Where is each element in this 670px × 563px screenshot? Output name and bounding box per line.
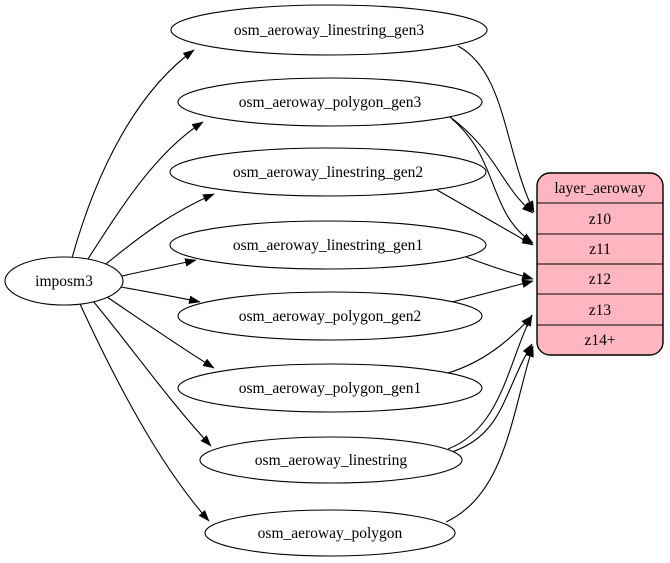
node-osm-aeroway-linestring: osm_aeroway_linestring (199, 436, 463, 484)
linestring-gen2-label: osm_aeroway_linestring_gen2 (233, 164, 423, 181)
node-osm-aeroway-polygon-gen1: osm_aeroway_polygon_gen1 (177, 363, 483, 413)
polygon-ellipse (204, 509, 456, 557)
edge-polygon-to-z14 (445, 345, 534, 523)
edge-polygon-gen2-to-z12 (451, 279, 534, 303)
edge-linestring-gen1-to-z12 (465, 256, 534, 281)
linestring-gen2-ellipse (169, 147, 487, 197)
layer-aeroway-row-z12: z12 (589, 271, 611, 288)
node-osm-aeroway-polygon-gen3: osm_aeroway_polygon_gen3 (177, 77, 483, 127)
edge-polygon-gen3-to-z11 (451, 118, 534, 244)
edge-imposm3-to-linestring-gen3 (71, 49, 195, 259)
polygon-gen1-label: osm_aeroway_polygon_gen1 (239, 380, 422, 397)
layer-aeroway-title: layer_aeroway (554, 180, 645, 197)
edge-imposm3-to-polygon-gen2 (120, 286, 201, 304)
node-osm-aeroway-linestring-gen1: osm_aeroway_linestring_gen1 (169, 220, 487, 270)
polygon-label: osm_aeroway_polygon (258, 525, 403, 542)
linestring-gen3-ellipse (170, 4, 488, 56)
linestring-ellipse (199, 436, 463, 484)
polygon-gen2-label: osm_aeroway_polygon_gen2 (239, 308, 422, 325)
polygon-gen3-ellipse (177, 77, 483, 127)
edge-imposm3-to-linestring (92, 300, 212, 447)
node-osm-aeroway-polygon: osm_aeroway_polygon (204, 509, 456, 557)
edge-imposm3-to-polygon (79, 303, 210, 522)
edge-linestring-gen2-to-z11 (436, 189, 534, 246)
imposm3-label: imposm3 (35, 273, 93, 290)
edge-imposm3-to-linestring-gen2 (100, 193, 215, 269)
polygon-gen3-label: osm_aeroway_polygon_gen3 (239, 94, 422, 111)
polygon-gen1-ellipse (177, 363, 483, 413)
edge-linestring-to-z14 (451, 343, 533, 453)
layer-aeroway-row-z10: z10 (589, 211, 612, 228)
node-osm-aeroway-linestring-gen2: osm_aeroway_linestring_gen2 (169, 147, 487, 197)
linestring-gen1-label: osm_aeroway_linestring_gen1 (233, 237, 423, 254)
node-imposm3: imposm3 (4, 256, 124, 306)
edge-imposm3-to-polygon-gen1 (106, 296, 215, 369)
layer-aeroway-row-z14: z14+ (584, 332, 615, 349)
node-osm-aeroway-linestring-gen3: osm_aeroway_linestring_gen3 (170, 4, 488, 56)
node-layer-aeroway: layer_aeroway z10 z11 z12 z13 z14+ (536, 172, 664, 356)
edge-linestring-to-z13 (447, 314, 533, 450)
polygon-gen2-ellipse (177, 291, 483, 341)
edge-imposm3-to-polygon-gen3 (85, 121, 204, 263)
layer-aeroway-row-z11: z11 (589, 241, 611, 258)
edge-polygon-gen3-to-z10 (449, 116, 534, 214)
edges-to-layer-aeroway (436, 45, 535, 523)
edge-linestring-gen3-to-z10 (457, 45, 535, 213)
edge-imposm3-to-linestring-gen1 (121, 258, 197, 277)
linestring-gen3-label: osm_aeroway_linestring_gen3 (234, 22, 425, 39)
linestring-gen1-ellipse (169, 220, 487, 270)
edges-from-imposm3 (71, 49, 215, 522)
linestring-label: osm_aeroway_linestring (255, 452, 408, 469)
layer-aeroway-row-z13: z13 (589, 302, 612, 319)
imposm3-ellipse (4, 256, 124, 306)
node-osm-aeroway-polygon-gen2: osm_aeroway_polygon_gen2 (177, 291, 483, 341)
